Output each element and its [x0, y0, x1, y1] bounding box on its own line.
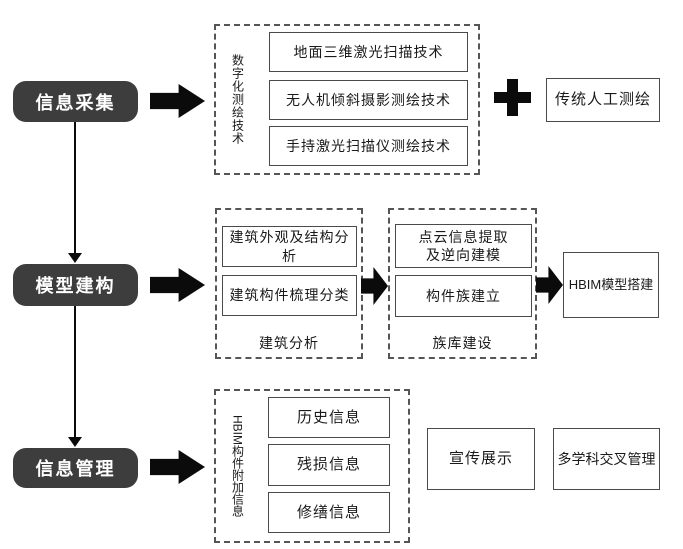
arrow-down-icon	[68, 253, 82, 263]
group-hbim-additional-info-label: HBIM构件附加信息	[230, 415, 245, 517]
stage-model-construction: 模型建构	[13, 264, 138, 306]
arrow-right-icon	[150, 84, 205, 118]
group-family-library-caption: 族库建设	[432, 335, 493, 351]
stage-info-management: 信息管理	[13, 448, 138, 488]
box-pointcloud-reverse-modeling: 点云信息提取 及逆向建模	[395, 224, 532, 268]
stage-model-construction-label: 模型建构	[35, 276, 116, 296]
group-digital-surveying	[214, 24, 480, 175]
box-uav-oblique-photography: 无人机倾斜摄影测绘技术	[269, 80, 468, 120]
box-publicity-display: 宣传展示	[427, 428, 535, 490]
connector-line-2	[74, 306, 76, 438]
box-handheld-laser-scanner: 手持激光扫描仪测绘技术	[269, 126, 468, 166]
arrow-down-icon	[68, 437, 82, 447]
box-repair-info: 修缮信息	[268, 492, 390, 533]
box-appearance-structure-analysis: 建筑外观及结构分析	[222, 226, 357, 267]
box-component-family-creation: 构件族建立	[395, 275, 532, 317]
box-damage-info: 残损信息	[268, 444, 390, 486]
box-hbim-model-building: HBIM模型搭建	[563, 252, 659, 318]
box-multidisciplinary-management: 多学科交叉管理	[553, 428, 660, 490]
arrow-right-icon	[150, 268, 205, 302]
arrow-right-icon	[150, 450, 205, 484]
box-traditional-manual-surveying: 传统人工测绘	[546, 78, 660, 122]
box-component-sorting-classification: 建筑构件梳理分类	[222, 275, 357, 316]
arrow-right-icon	[361, 267, 388, 305]
box-historical-info: 历史信息	[268, 397, 390, 438]
stage-info-collection-label: 信息采集	[35, 92, 116, 113]
stage-info-management-label: 信息管理	[35, 459, 116, 479]
group-building-analysis-caption: 建筑分析	[259, 335, 319, 351]
stage-info-collection: 信息采集	[13, 81, 138, 122]
box-ground-laser-scanning: 地面三维激光扫描技术	[269, 32, 468, 72]
arrow-right-icon	[536, 266, 563, 304]
plus-icon	[507, 79, 518, 116]
group-digital-surveying-label: 数字化测绘技术	[230, 53, 245, 145]
connector-line-1	[74, 122, 76, 254]
group-hbim-additional-info	[214, 389, 410, 543]
